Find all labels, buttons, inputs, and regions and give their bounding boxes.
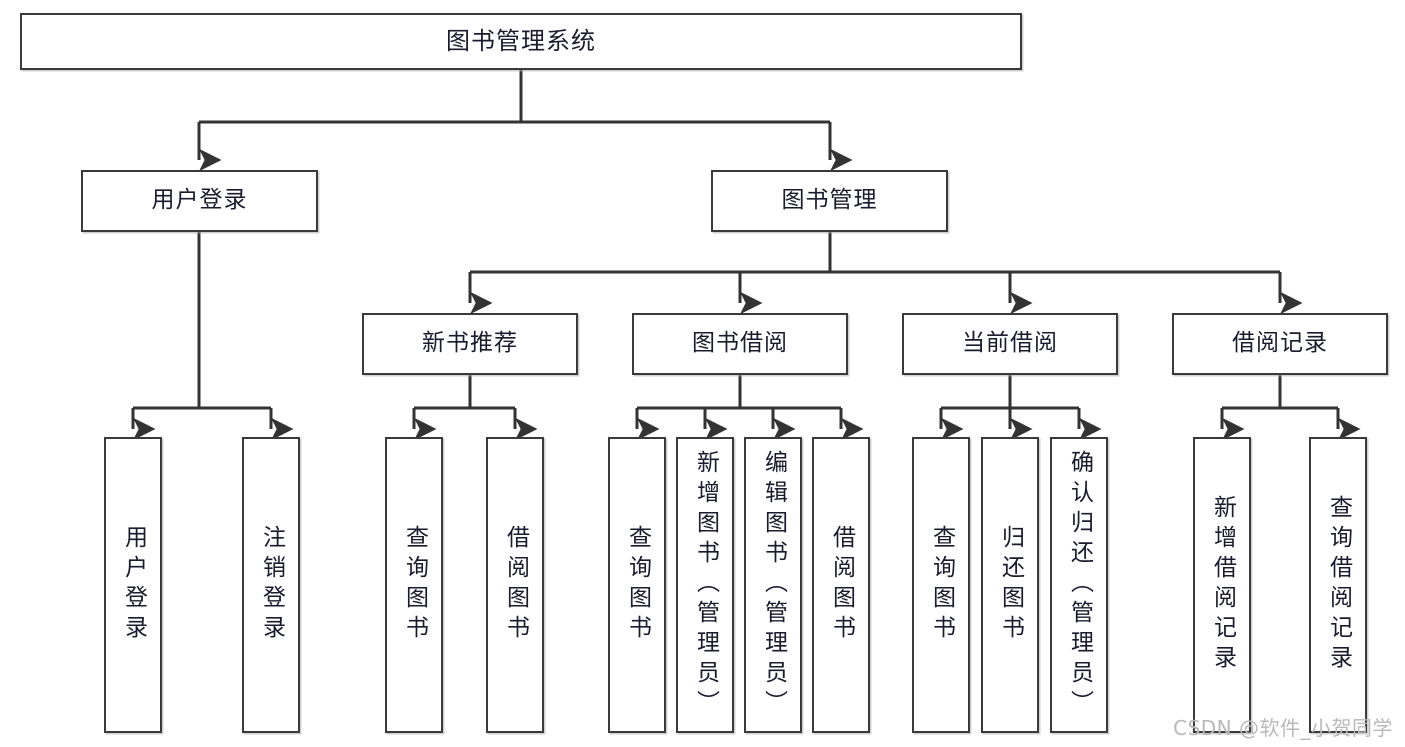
node-label: 借阅图书 (502, 525, 529, 645)
node-label: 确认归还（管理员） (1066, 450, 1093, 720)
node-label: 查询图书 (401, 525, 428, 645)
node-label: 查询图书 (928, 525, 955, 645)
node-label: 查询借阅记录 (1325, 495, 1352, 675)
node-leaf-borrow-query-book[interactable]: 查询图书 (608, 437, 666, 733)
node-user-login[interactable]: 用户登录 (81, 170, 318, 232)
node-leaf-user-login-login[interactable]: 用户登录 (104, 437, 162, 733)
node-label: 新增借阅记录 (1209, 495, 1236, 675)
node-label: 借阅图书 (828, 525, 855, 645)
node-label: 编辑图书（管理员） (760, 450, 787, 720)
node-label: 当前借阅 (962, 330, 1058, 357)
node-borrow-record[interactable]: 借阅记录 (1172, 313, 1388, 375)
node-label: 注销登录 (258, 525, 285, 645)
node-label: 用户登录 (151, 187, 248, 214)
node-label: 查询图书 (624, 525, 651, 645)
node-leaf-new-book-borrow[interactable]: 借阅图书 (486, 437, 544, 733)
node-current-borrow[interactable]: 当前借阅 (902, 313, 1118, 375)
node-leaf-borrow-borrow-book[interactable]: 借阅图书 (812, 437, 870, 733)
node-leaf-borrow-add-book-admin[interactable]: 新增图书（管理员） (676, 437, 734, 733)
node-label: 图书管理 (781, 187, 878, 214)
node-leaf-current-query-book[interactable]: 查询图书 (912, 437, 970, 733)
node-leaf-current-confirm-return-admin[interactable]: 确认归还（管理员） (1050, 437, 1108, 733)
node-label: 新增图书（管理员） (692, 450, 719, 720)
node-new-book-recommend[interactable]: 新书推荐 (362, 313, 578, 375)
node-leaf-new-book-query[interactable]: 查询图书 (385, 437, 443, 733)
node-leaf-record-add-record[interactable]: 新增借阅记录 (1193, 437, 1251, 733)
node-label: 借阅记录 (1232, 330, 1328, 357)
node-label: 图书管理系统 (446, 27, 596, 56)
node-label: 图书借阅 (692, 330, 788, 357)
node-book-management[interactable]: 图书管理 (711, 170, 948, 232)
node-root-system[interactable]: 图书管理系统 (20, 13, 1022, 70)
node-label: 新书推荐 (422, 330, 518, 357)
node-book-borrow[interactable]: 图书借阅 (632, 313, 848, 375)
node-leaf-record-query-record[interactable]: 查询借阅记录 (1309, 437, 1367, 733)
node-leaf-user-login-logout[interactable]: 注销登录 (242, 437, 300, 733)
node-label: 归还图书 (997, 525, 1024, 645)
node-leaf-current-return-book[interactable]: 归还图书 (981, 437, 1039, 733)
node-label: 用户登录 (120, 525, 147, 645)
node-leaf-borrow-edit-book-admin[interactable]: 编辑图书（管理员） (744, 437, 802, 733)
watermark-text: CSDN @软件_小贺同学 (1173, 716, 1393, 740)
